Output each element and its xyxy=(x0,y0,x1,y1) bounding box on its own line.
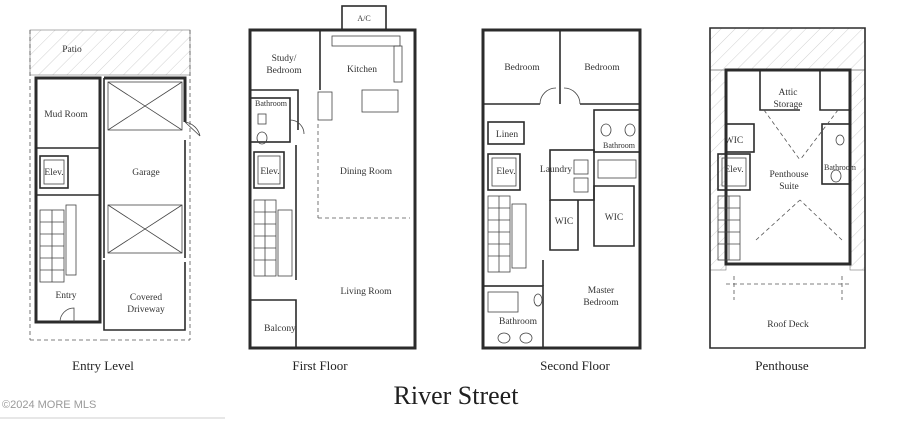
room-label-living-room: Living Room xyxy=(341,287,393,297)
plan-second-floor xyxy=(481,28,642,350)
room-label-bathroom: Bathroom xyxy=(255,99,288,108)
elevator-shaft xyxy=(39,155,69,189)
penthouse-outline xyxy=(709,27,866,349)
room-label-master-bathroom: Bathroom xyxy=(499,317,538,327)
elevator-shaft xyxy=(253,151,285,189)
floor-label-second-floor: Second Floor xyxy=(540,358,610,373)
room-label-roof-deck: Roof Deck xyxy=(767,319,809,330)
room-label-patio: Patio xyxy=(62,45,82,55)
plan-penthouse xyxy=(709,27,866,349)
plan-title: River Street xyxy=(394,381,520,410)
room-label-mud-room: Mud Room xyxy=(44,110,88,120)
room-label-garage: Garage xyxy=(132,168,159,178)
room-label-elevator: Elev. xyxy=(44,168,63,178)
room-label-bathroom: Bathroom xyxy=(603,141,636,150)
room-label-attic-storage: Storage xyxy=(773,100,802,110)
elevator-shaft xyxy=(717,153,751,191)
roof-hatch-top xyxy=(709,27,866,71)
room-label-driveway: Driveway xyxy=(127,305,165,315)
elevator-shaft xyxy=(487,153,521,191)
room-label-kitchen: Kitchen xyxy=(347,65,377,75)
room-label-dining-room: Dining Room xyxy=(340,167,393,177)
room-label-study-bedroom: Bedroom xyxy=(266,66,302,76)
room-label-balcony: Balcony xyxy=(264,324,296,334)
room-label-bedroom-2: Bedroom xyxy=(584,63,620,73)
room-label-penthouse-suite: Suite xyxy=(779,182,799,192)
room-label-elevator: Elev. xyxy=(496,167,515,177)
room-label-elevator: Elev. xyxy=(724,165,743,175)
plan-entry-level xyxy=(29,29,201,341)
room-label-linen: Linen xyxy=(496,130,518,140)
room-label-bathroom: Bathroom xyxy=(824,163,857,172)
patio-area xyxy=(29,29,191,76)
room-label-wic-2: WIC xyxy=(605,213,623,223)
room-label-penthouse: Penthouse xyxy=(769,170,808,180)
room-label-master: Master xyxy=(588,286,615,296)
room-label-laundry: Laundry xyxy=(540,165,572,175)
copyright-watermark: ©2024 MORE MLS xyxy=(2,399,96,411)
floor-label-first-floor: First Floor xyxy=(292,358,348,373)
floor-label-penthouse: Penthouse xyxy=(755,358,809,373)
room-label-ac: A/C xyxy=(357,14,370,23)
room-label-wic: WIC xyxy=(725,136,743,146)
entry-level-outline xyxy=(34,76,102,324)
second-floor-outline xyxy=(481,28,642,350)
room-label-bedroom-1: Bedroom xyxy=(504,63,540,73)
room-label-elevator: Elev. xyxy=(260,167,279,177)
room-label-wic-1: WIC xyxy=(555,217,573,227)
first-floor-outline xyxy=(248,28,417,350)
room-label-covered: Covered xyxy=(130,293,162,303)
plan-first-floor xyxy=(248,5,417,350)
room-label-master-bedroom: Bedroom xyxy=(583,298,619,308)
room-label-attic: Attic xyxy=(779,88,798,98)
room-label-entry: Entry xyxy=(55,291,76,301)
room-label-study: Study/ xyxy=(272,54,297,64)
floor-label-entry-level: Entry Level xyxy=(72,358,134,373)
